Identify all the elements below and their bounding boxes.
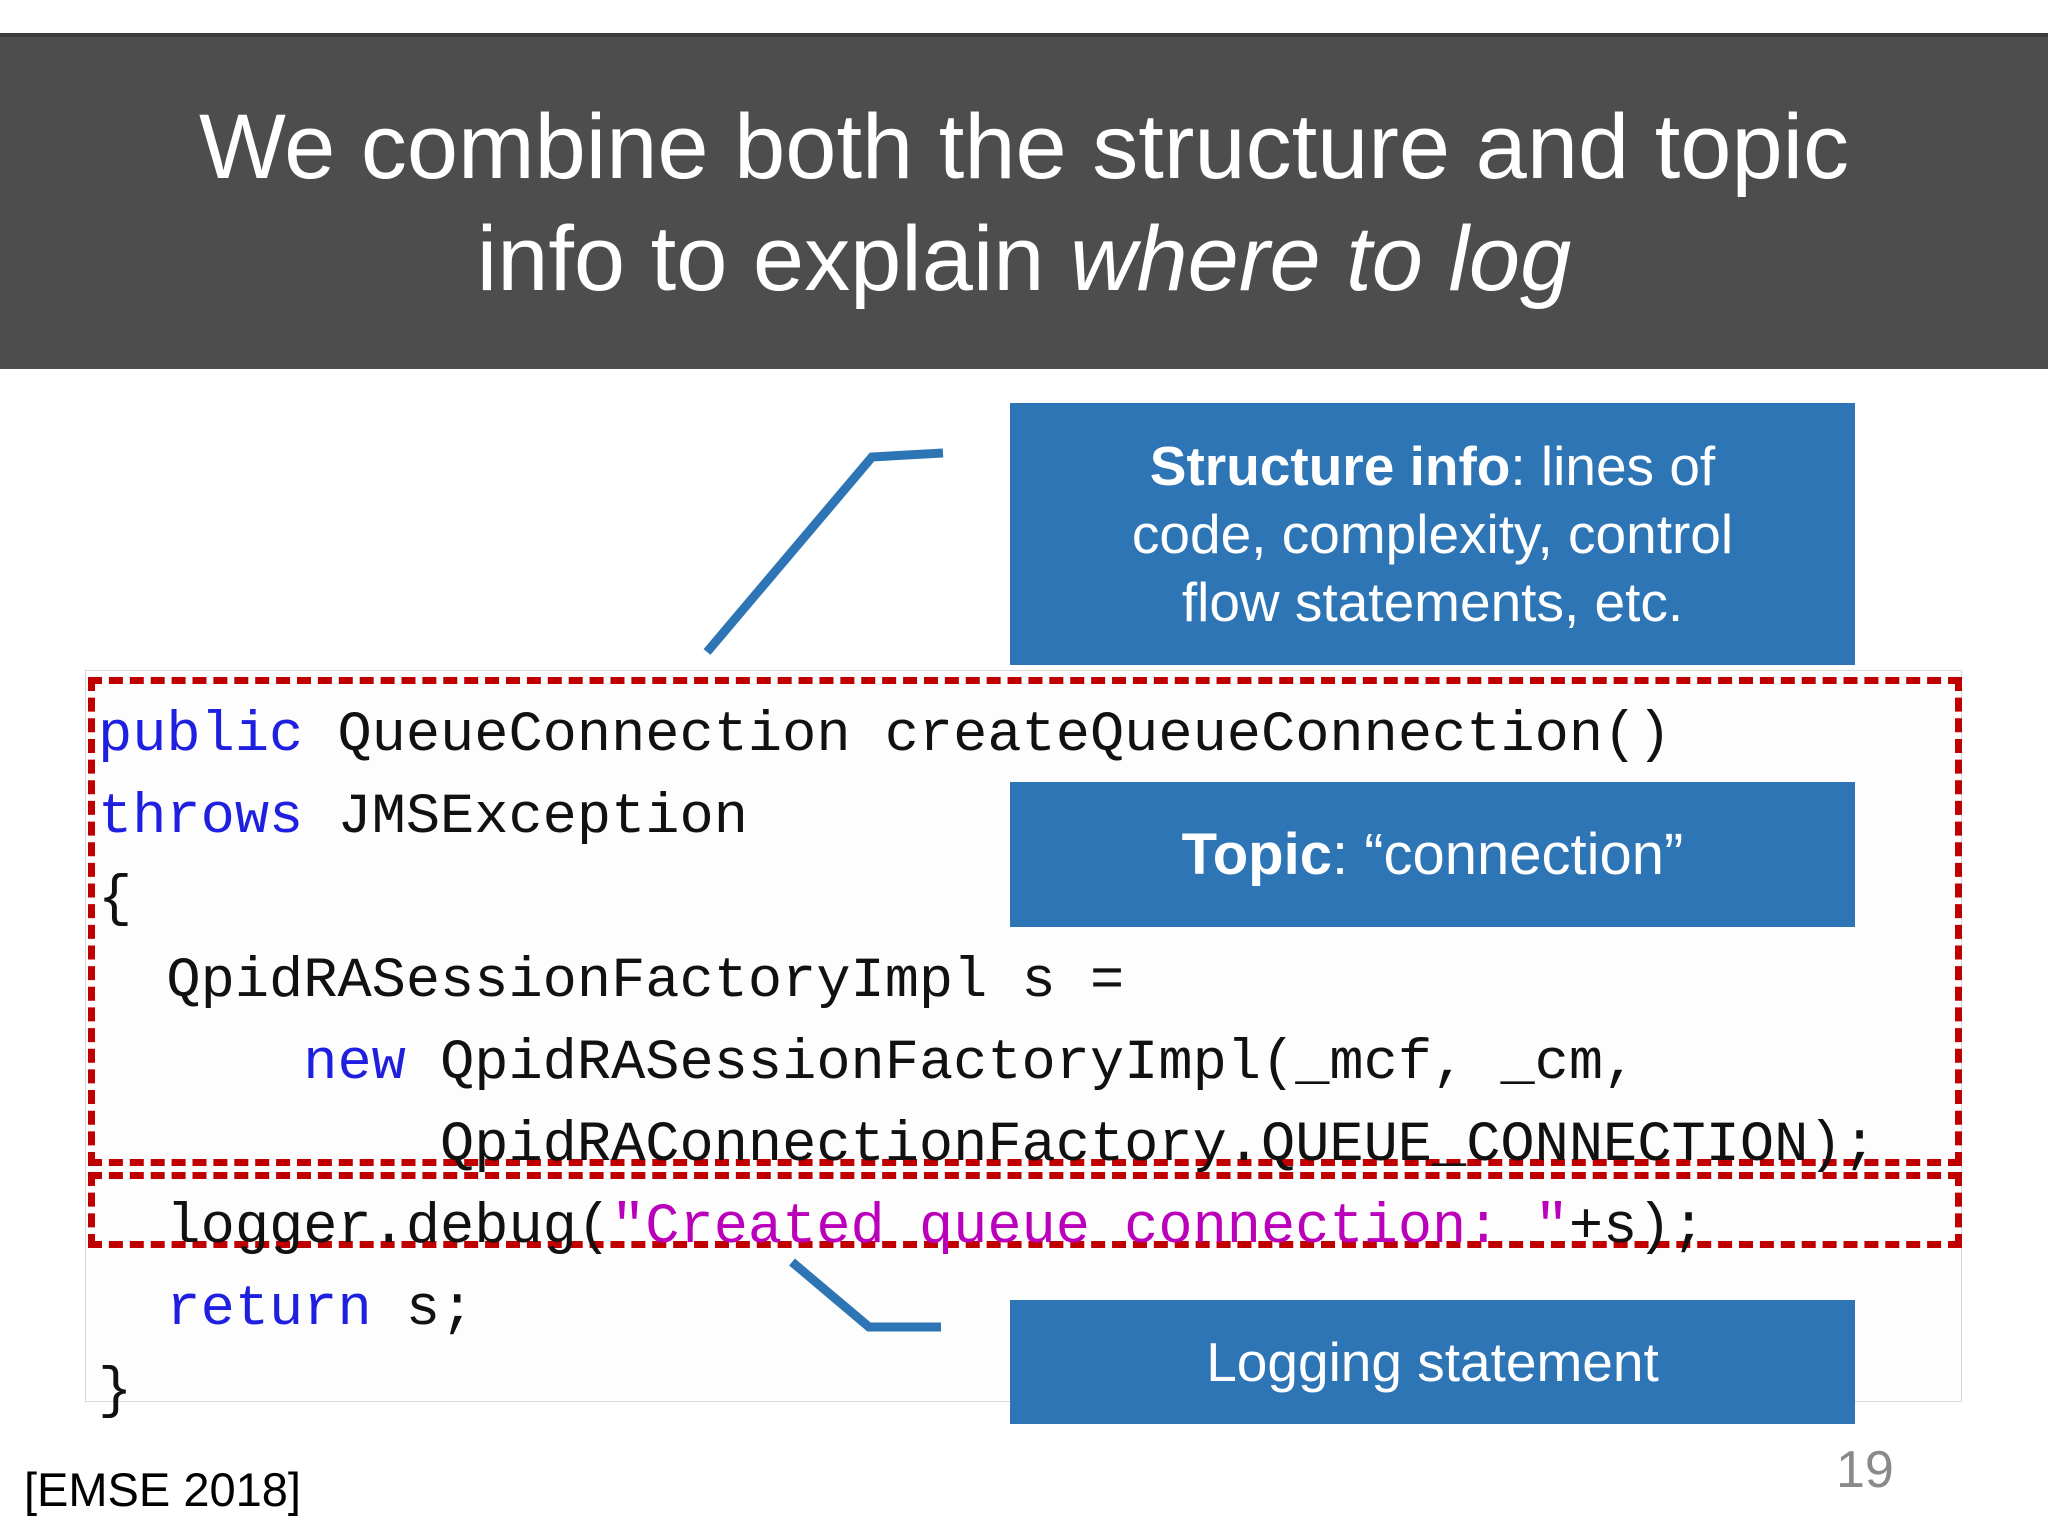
code-text: QpidRASessionFactoryImpl s = <box>98 950 1125 1014</box>
topic-rest: : “connection” <box>1331 821 1684 887</box>
code-text <box>98 1278 166 1342</box>
code-text: logger.debug( <box>98 1196 612 1260</box>
code-text <box>98 1032 303 1096</box>
title-banner: We combine both the structure and topic … <box>0 33 2048 369</box>
citation: [EMSE 2018] <box>24 1463 301 1516</box>
structure-info-rest: : lines of <box>1510 435 1716 497</box>
code-line: return s; <box>98 1269 1958 1351</box>
code-text: { <box>98 868 133 932</box>
topic-line: Topic: “connection” <box>1181 821 1684 887</box>
code-line: { <box>98 859 1958 941</box>
code-text: } <box>98 1360 133 1424</box>
logging-statement-dashed-box <box>88 1172 1962 1248</box>
code-line: logger.debug("Created queue connection: … <box>98 1187 1958 1269</box>
code-text: QueueConnection createQueueConnection() <box>303 704 1672 768</box>
code-keyword: throws <box>98 786 304 850</box>
code-text: JMSException <box>303 786 748 850</box>
structure-info-callout: Structure info: lines of code, complexit… <box>1010 403 1855 665</box>
code-keyword: public <box>98 704 304 768</box>
topic-bold: Topic <box>1181 821 1332 887</box>
structure-info-line-2: code, complexity, control <box>1131 503 1734 565</box>
structure-region-dashed-box <box>88 677 1962 1166</box>
structure-info-line-1: Structure info: lines of <box>1150 432 1715 500</box>
code-line: } <box>98 1351 1958 1433</box>
logging-label: Logging statement <box>1206 1331 1659 1393</box>
code-line: throws JMSException <box>98 777 1958 859</box>
code-line: new QpidRASessionFactoryImpl(_mcf, _cm, <box>98 1023 1958 1105</box>
title-line-2-prefix: info to explain <box>476 208 1071 310</box>
structure-info-line-3: flow statements, etc. <box>1181 571 1684 633</box>
code-text: s; <box>371 1278 475 1342</box>
code-line: QpidRAConnectionFactory.QUEUE_CONNECTION… <box>98 1105 1958 1187</box>
code-line: QpidRASessionFactoryImpl s = <box>98 941 1958 1023</box>
code-block: public QueueConnection createQueueConnec… <box>98 695 1958 1433</box>
code-keyword: return <box>166 1278 372 1342</box>
code-keyword: new <box>303 1032 406 1096</box>
logging-callout: Logging statement <box>1010 1300 1855 1424</box>
page-number: 19 <box>1836 1441 1894 1499</box>
code-line: public QueueConnection createQueueConnec… <box>98 695 1958 777</box>
structure-info-bold: Structure info <box>1149 435 1511 497</box>
title-line-2-italic: where to log <box>1070 208 1572 310</box>
code-text: QpidRAConnectionFactory.QUEUE_CONNECTION… <box>98 1114 1877 1178</box>
code-text: +s); <box>1568 1196 1706 1260</box>
topic-callout: Topic: “connection” <box>1010 782 1855 927</box>
structure-connector-line <box>703 448 944 655</box>
title-line-1: We combine both the structure and topic <box>198 96 1850 198</box>
title-line-2: info to explain where to log <box>477 203 1572 315</box>
code-text: QpidRASessionFactoryImpl(_mcf, _cm, <box>405 1032 1638 1096</box>
code-string: "Created queue connection: " <box>611 1196 1569 1260</box>
